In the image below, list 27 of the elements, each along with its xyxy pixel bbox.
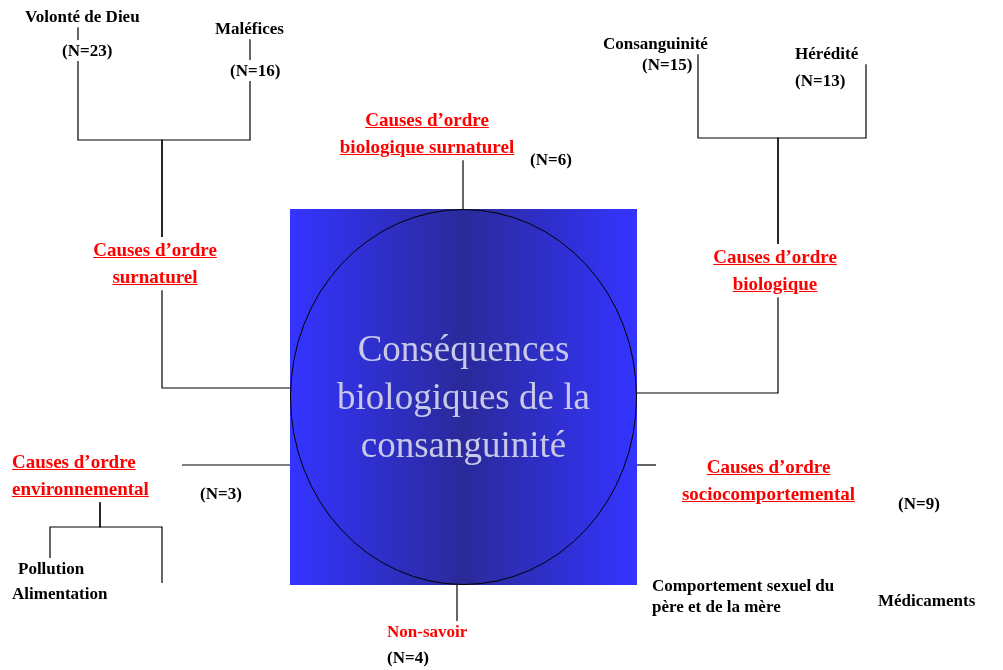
connector-line: [456, 584, 458, 622]
ellipse-node: [290, 209, 637, 585]
connector-line: [99, 501, 163, 584]
ellipse-title: Conséquences biologiques de la consanguinité: [336, 326, 591, 468]
item-label: Hérédité: [795, 43, 860, 65]
item-label: Volonté de Dieu: [25, 6, 141, 28]
connector-line: [161, 38, 251, 238]
item-label: Comportement sexuel du père et de la mère: [652, 575, 836, 618]
connector-line: [462, 159, 464, 210]
connector-line: [636, 296, 779, 394]
category-label: Causes d’ordre biologique surnaturel: [338, 108, 516, 159]
item-label: Maléfices: [215, 18, 285, 40]
category-label: Causes d’ordre environnemental: [12, 450, 150, 501]
count-label: (N=23): [62, 40, 113, 62]
item-label: Alimentation: [12, 583, 109, 605]
category-label: Causes d’ordre biologique: [712, 245, 838, 296]
item-label: Consanguinité: [603, 33, 709, 55]
category-label: Causes d’ordre surnaturel: [92, 238, 218, 289]
item-label: Non-savoir: [387, 621, 469, 643]
connector-line: [181, 464, 291, 466]
connector-line: [161, 289, 291, 389]
connector-line: [777, 63, 867, 245]
connector-line: [636, 464, 657, 466]
item-label: Pollution: [18, 558, 86, 580]
count-label: (N=16): [230, 60, 281, 82]
category-label: Causes d’ordre sociocomportemental: [680, 455, 857, 506]
item-label: Médicaments: [878, 590, 977, 612]
